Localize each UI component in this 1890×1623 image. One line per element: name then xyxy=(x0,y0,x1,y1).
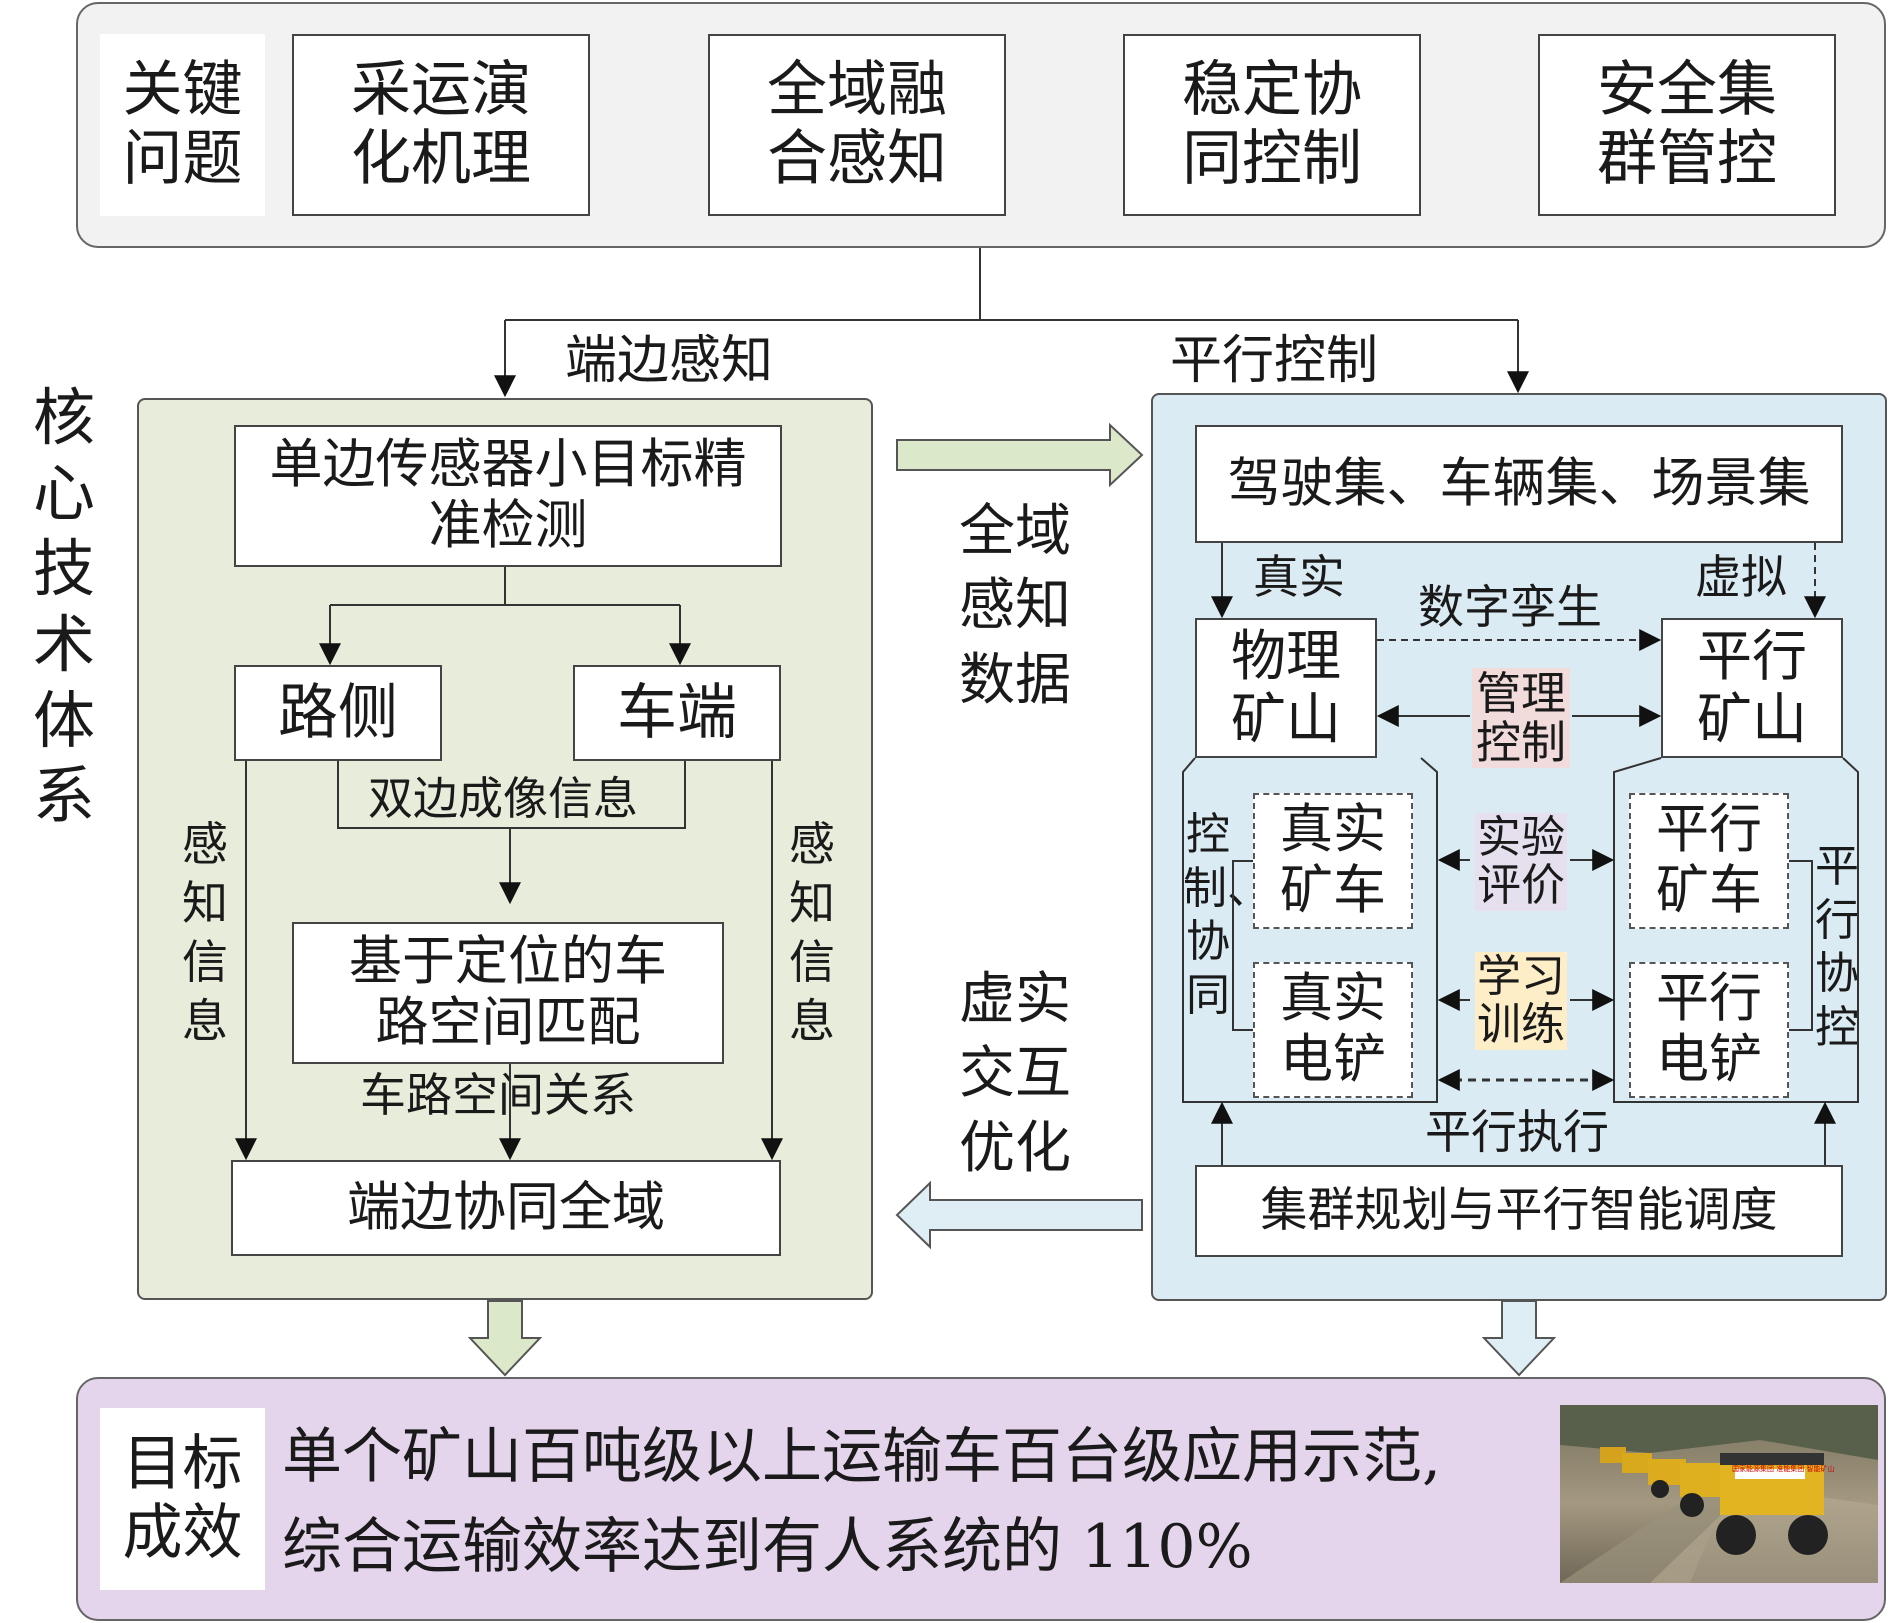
parallel-truck-label: 平行矿车 xyxy=(1656,799,1762,921)
real-shovel-box: 真实电铲 xyxy=(1253,962,1413,1098)
key-issues-label: 关键问题 xyxy=(122,55,243,194)
parallel-mine-label: 平行矿山 xyxy=(1696,623,1807,751)
parallel-truck-box: 平行矿车 xyxy=(1629,793,1789,929)
spatial-relation-label: 车路空间关系 xyxy=(360,1068,636,1122)
learning-training-badge: 学习训练 xyxy=(1475,952,1567,1050)
issue-label-1: 采运演化机理 xyxy=(351,55,531,194)
perception-info-right-text: 感知信息 xyxy=(789,817,835,1048)
issue-box-2: 全域融合感知 xyxy=(708,34,1006,216)
control-coop-label: 控制、协同 xyxy=(1183,808,1271,1023)
virtual-label: 虚拟 xyxy=(1695,550,1787,604)
target-outcome-header: 目标成效 xyxy=(100,1408,265,1590)
issue-label-3: 稳定协同控制 xyxy=(1182,55,1362,194)
vehicle-end-box: 车端 xyxy=(573,665,781,761)
learning-training-label: 学习训练 xyxy=(1477,950,1565,1050)
parallel-mine-box: 平行矿山 xyxy=(1661,618,1843,758)
virtual-real-interaction-label: 虚实交互优化 xyxy=(955,963,1075,1186)
management-control-badge: 管理控制 xyxy=(1472,668,1570,768)
global-perception-data-label: 全域感知数据 xyxy=(955,495,1075,718)
target-outcome-text: 单个矿山百吨级以上运输车百台级应用示范, 综合运输效率达到有人系统的 110% xyxy=(282,1422,1442,1582)
parallel-control-title: 平行控制 xyxy=(1170,331,1379,391)
scheduling-box: 集群规划与平行智能调度 xyxy=(1195,1165,1843,1257)
issue-label-2: 全域融合感知 xyxy=(767,55,947,194)
perception-info-right: 感知信息 xyxy=(787,815,837,1051)
roadside-box: 路侧 xyxy=(234,665,442,761)
parallel-exec-label: 平行执行 xyxy=(1425,1105,1609,1159)
virtual-real-interaction-text: 虚实交互优化 xyxy=(959,967,1071,1181)
photo-caption: 国家能源集团 准能集团 智能矿山 xyxy=(1732,1465,1835,1473)
real-shovel-label: 真实电铲 xyxy=(1280,968,1386,1090)
datasets-box: 驾驶集、车辆集、场景集 xyxy=(1195,425,1843,543)
spatial-match-label: 基于定位的车路空间匹配 xyxy=(349,931,667,1053)
perception-info-left: 感知信息 xyxy=(180,815,230,1051)
parallel-coop-label: 平行协控 xyxy=(1812,840,1862,1055)
real-truck-label: 真实矿车 xyxy=(1280,799,1386,921)
parallel-coop-text: 平行协控 xyxy=(1815,841,1859,1054)
issue-box-1: 采运演化机理 xyxy=(292,34,590,216)
core-technology-label: 核心技术体系 xyxy=(28,380,100,834)
parallel-shovel-box: 平行电铲 xyxy=(1629,962,1789,1098)
mine-trucks-photo: 国家能源集团 准能集团 智能矿山 xyxy=(1560,1405,1878,1583)
key-issues-header: 关键问题 xyxy=(100,34,265,216)
issue-box-4: 安全集群管控 xyxy=(1538,34,1836,216)
parallel-shovel-label: 平行电铲 xyxy=(1656,968,1762,1090)
edge-global-label: 端边协同全域 xyxy=(347,1177,665,1239)
real-truck-box: 真实矿车 xyxy=(1253,793,1413,929)
physical-mine-label: 物理矿山 xyxy=(1230,623,1341,751)
roadside-label: 路侧 xyxy=(278,678,398,748)
edge-global-box: 端边协同全域 xyxy=(231,1160,781,1256)
small-target-detect-box: 单边传感器小目标精准检测 xyxy=(234,425,782,567)
issue-label-4: 安全集群管控 xyxy=(1597,55,1777,194)
small-target-detect-label: 单边传感器小目标精准检测 xyxy=(269,434,747,556)
physical-mine-box: 物理矿山 xyxy=(1195,618,1377,758)
target-outcome-label: 目标成效 xyxy=(122,1429,243,1568)
dual-imaging-label: 双边成像信息 xyxy=(368,772,639,825)
experiment-eval-badge: 实验评价 xyxy=(1475,813,1567,911)
perception-info-left-text: 感知信息 xyxy=(182,817,228,1048)
real-label: 真实 xyxy=(1253,550,1345,604)
spatial-match-box: 基于定位的车路空间匹配 xyxy=(292,922,724,1064)
core-technology-text: 核心技术体系 xyxy=(32,381,95,833)
global-perception-data-text: 全域感知数据 xyxy=(959,499,1071,713)
edge-perception-title: 端边感知 xyxy=(565,331,774,391)
digital-twin-label: 数字孪生 xyxy=(1418,580,1602,634)
datasets-label: 驾驶集、车辆集、场景集 xyxy=(1227,453,1811,515)
scheduling-label: 集群规划与平行智能调度 xyxy=(1260,1182,1778,1238)
experiment-eval-label: 实验评价 xyxy=(1477,811,1565,911)
vehicle-end-label: 车端 xyxy=(617,678,737,748)
management-control-label: 管理控制 xyxy=(1475,666,1566,769)
issue-box-3: 稳定协同控制 xyxy=(1123,34,1421,216)
